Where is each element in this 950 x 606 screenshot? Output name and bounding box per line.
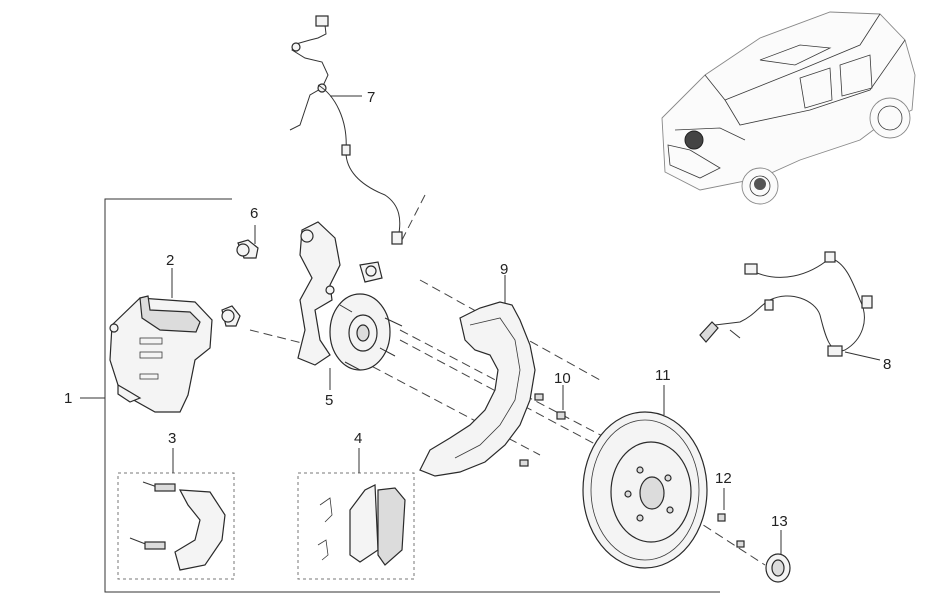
assembly-bracket [80, 198, 720, 593]
vehicle-illustration [661, 11, 916, 205]
callout-8: 8 [883, 356, 891, 373]
hub-nut [765, 530, 791, 583]
callout-7: 7 [367, 89, 375, 106]
brake-disc [582, 385, 708, 569]
disc-screws [717, 488, 745, 548]
callout-labels: 1 2 3 4 5 6 7 8 9 10 11 12 13 [64, 89, 891, 530]
callout-2: 2 [166, 252, 174, 269]
callout-4: 4 [354, 430, 362, 447]
callout-9: 9 [500, 261, 508, 278]
shield-screws [519, 385, 566, 467]
wheel-speed-sensor-cable-alt [699, 251, 881, 361]
caliper-bolts [221, 225, 259, 327]
callout-5: 5 [325, 392, 333, 409]
callout-12: 12 [715, 470, 732, 487]
callout-10: 10 [554, 370, 571, 387]
callout-6: 6 [250, 205, 258, 222]
callout-13: 13 [771, 513, 788, 530]
callout-11: 11 [655, 367, 671, 384]
callout-1: 1 [64, 390, 72, 407]
steering-knuckle [297, 221, 403, 390]
caliper-bracket-kit [117, 448, 235, 580]
brake-pad-kit [297, 448, 415, 580]
brake-caliper [109, 268, 213, 413]
callout-3: 3 [168, 430, 176, 447]
wheel-speed-sensor-cable [289, 15, 403, 245]
dust-shield [419, 275, 536, 477]
